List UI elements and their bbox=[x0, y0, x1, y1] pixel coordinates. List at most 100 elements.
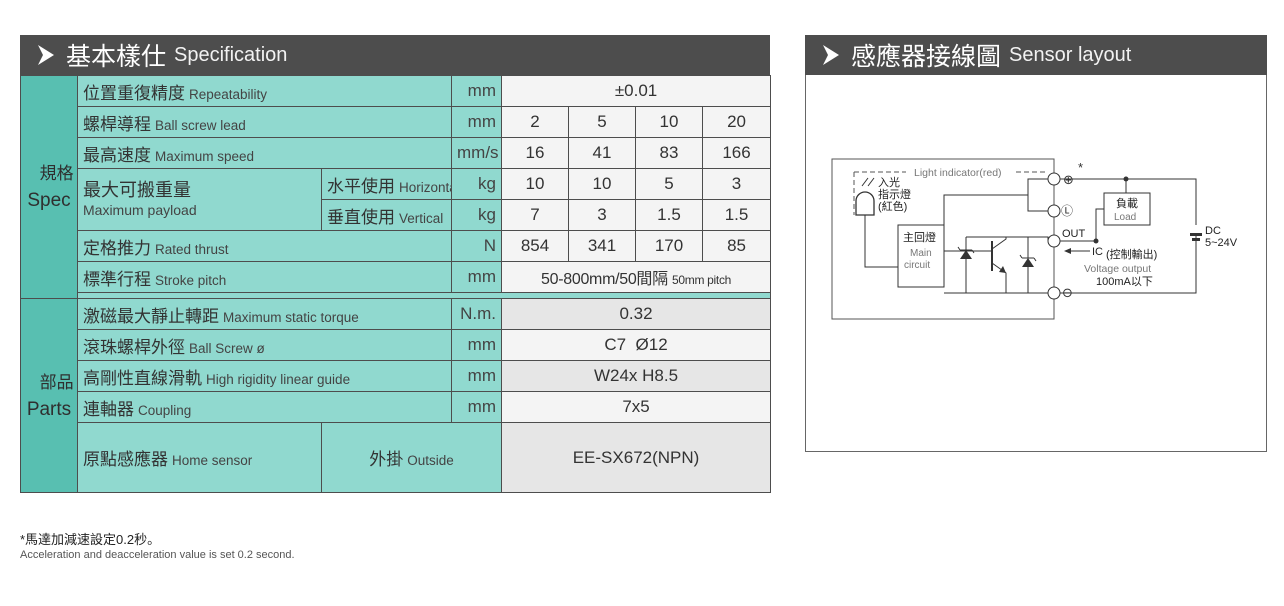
led-label-1: 入光 bbox=[878, 175, 900, 189]
sensor-title-en: Sensor layout bbox=[1009, 43, 1132, 66]
led-label-2: 指示燈 bbox=[878, 187, 911, 201]
value-horizontal-3: 5 bbox=[635, 168, 703, 200]
note-cn: *馬達加減速設定0.2秒。 bbox=[20, 532, 161, 547]
group-parts: 部品 Parts bbox=[20, 298, 78, 493]
value-speed-1: 16 bbox=[501, 137, 569, 169]
main-circuit-box bbox=[897, 224, 945, 288]
value-torque: 0.32 bbox=[500, 298, 772, 330]
value-horizontal-4: 3 bbox=[701, 168, 772, 200]
terminal-l bbox=[1047, 204, 1061, 218]
unit-coupling: mm bbox=[451, 391, 502, 423]
sensor-wiring-diagram: Light indicator(red) ⊕ * Ⓛ ⊖ OUT 入光 指示燈 … bbox=[831, 158, 1238, 320]
load-en: Load bbox=[1114, 212, 1136, 223]
zener-bar-1 bbox=[957, 246, 975, 254]
value-speed-2: 41 bbox=[568, 137, 636, 169]
sensor-title-cn: 感應器接線圖 bbox=[851, 43, 1002, 71]
wire-plus bbox=[943, 178, 1048, 225]
value-horizontal-2: 10 bbox=[568, 168, 636, 200]
chevron-right-icon bbox=[36, 44, 56, 66]
transistor-legs bbox=[991, 237, 1007, 293]
main-en-2: circuit bbox=[904, 260, 930, 271]
value-vertical-2: 3 bbox=[568, 199, 636, 231]
unit-speed: mm/s bbox=[451, 137, 502, 169]
current-label: 100mA以下 bbox=[1096, 276, 1153, 288]
value-speed-3: 83 bbox=[635, 137, 703, 169]
spec-title-cn: 基本樣仕 bbox=[66, 43, 167, 71]
zener-diode-2-icon bbox=[1022, 258, 1034, 267]
l-symbol: Ⓛ bbox=[1061, 204, 1073, 218]
transistor-arrow-icon bbox=[999, 266, 1006, 273]
terminal-plus bbox=[1047, 172, 1061, 186]
chevron-right-icon bbox=[821, 44, 841, 66]
sensor-diagram-panel: Light indicator(red) ⊕ * Ⓛ ⊖ OUT 入光 指示燈 … bbox=[805, 75, 1267, 452]
unit-guide: mm bbox=[451, 360, 502, 392]
dc-range: 5~24V bbox=[1205, 237, 1238, 249]
light-indicator-label: Light indicator(red) bbox=[914, 167, 1002, 179]
indicator-dash bbox=[853, 171, 1046, 215]
main-cn: 主回燈 bbox=[903, 230, 936, 244]
zener-diode-1-icon bbox=[960, 250, 972, 259]
terminal-minus bbox=[1047, 286, 1061, 300]
led-label-3: (紅色) bbox=[878, 199, 907, 213]
value-thrust-4: 85 bbox=[701, 230, 772, 262]
unit-vertical: kg bbox=[451, 199, 502, 231]
battery-plus-icon bbox=[1190, 233, 1202, 236]
voltage-output-label: Voltage output bbox=[1084, 263, 1151, 275]
group-spec: 規格 Spec bbox=[20, 75, 78, 299]
spec-header: 基本樣仕 Specification bbox=[20, 35, 770, 75]
star-mark: * bbox=[1078, 160, 1083, 175]
led-wire bbox=[864, 215, 898, 268]
value-vertical-4: 1.5 bbox=[701, 199, 772, 231]
spec-title-en: Specification bbox=[174, 43, 288, 66]
value-lead-3: 10 bbox=[635, 106, 703, 138]
value-screw: C7 Ø12 bbox=[500, 329, 772, 361]
ic-arrow-icon bbox=[1064, 248, 1071, 254]
table-row-payload-horizontal: 最大可搬重量 Maximum payload 水平使用Horizontal kg… bbox=[21, 168, 772, 231]
note-en: Acceleration and deacceleration value is… bbox=[20, 549, 295, 561]
led-icon bbox=[855, 191, 875, 216]
value-horizontal-1: 10 bbox=[501, 168, 569, 200]
label-payload: 最大可搬重量 Maximum payload bbox=[77, 168, 322, 231]
group-parts-en: Parts bbox=[26, 398, 72, 420]
group-spec-cn: 規格 bbox=[39, 164, 74, 183]
value-lead-2: 5 bbox=[568, 106, 636, 138]
wire-out bbox=[966, 236, 1049, 241]
load-out-wire bbox=[1060, 208, 1104, 242]
dc-label: DC bbox=[1205, 225, 1221, 237]
value-coupling: 7x5 bbox=[500, 391, 772, 423]
load-cn: 負載 bbox=[1116, 197, 1138, 210]
ic-cn-label: (控制輸出) bbox=[1106, 247, 1157, 261]
battery-gap bbox=[1192, 225, 1200, 233]
unit-torque: N.m. bbox=[451, 298, 502, 330]
unit-lead: mm bbox=[451, 106, 502, 138]
junction-dot bbox=[1123, 176, 1129, 182]
value-guide: W24x H8.5 bbox=[500, 360, 772, 392]
value-speed-4: 166 bbox=[701, 137, 772, 169]
label-horizontal: 水平使用Horizontal bbox=[321, 168, 452, 200]
battery-minus-icon bbox=[1192, 238, 1200, 241]
value-repeatability: ±0.01 bbox=[500, 75, 772, 107]
value-vertical-3: 1.5 bbox=[635, 199, 703, 231]
unit-stroke: mm bbox=[451, 261, 502, 293]
value-vertical-1: 7 bbox=[501, 199, 569, 231]
